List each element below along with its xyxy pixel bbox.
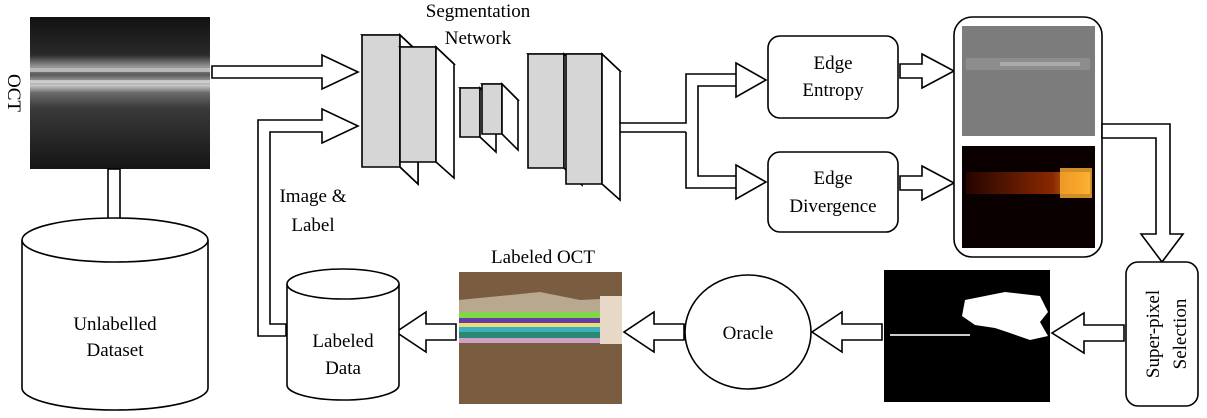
segmentation-network-title-1: Segmentation: [426, 1, 531, 22]
labeled-data-cylinder: [286, 268, 400, 401]
edge-entropy-box: [767, 35, 899, 119]
divergence-to-map-arrow: [899, 164, 956, 202]
edge-divergence-box: [767, 151, 899, 233]
edge-divergence-label-1: Edge: [813, 168, 852, 189]
edge-divergence-label-2: Divergence: [789, 196, 876, 217]
oct-to-network-arrow: [211, 53, 360, 91]
labeled-oct-image: [459, 272, 622, 404]
edge-entropy-label-1: Edge: [813, 53, 852, 74]
mask-to-oracle-arrow: [810, 310, 883, 354]
labeled-data-to-network-arrow: [257, 107, 360, 337]
divergence-map-image: [962, 146, 1095, 248]
entropy-to-map-arrow: [899, 52, 956, 90]
superpixel-label-1: Super-pixel: [1143, 290, 1164, 378]
image-label-text-1: Image &: [279, 186, 346, 207]
oct-label: OCT: [3, 74, 24, 112]
labeled-data-label-2: Data: [325, 358, 361, 379]
superpixel-selection-box: [1125, 261, 1199, 407]
edge-entropy-label-2: Entropy: [802, 80, 864, 101]
oracle-to-labeled-oct-arrow: [622, 310, 685, 354]
labeled-data-label-1: Labeled: [312, 331, 374, 352]
selected-superpixel-mask: [884, 270, 1050, 402]
encoder-block-2: [397, 45, 457, 180]
oracle-label: Oracle: [723, 323, 774, 344]
network-output-branch: [620, 61, 768, 201]
labeled-oct-title: Labeled OCT: [491, 247, 595, 268]
segmentation-network-title-2: Network: [445, 28, 512, 49]
labeled-oct-to-data-arrow: [394, 310, 457, 354]
oct-input-image: [30, 17, 210, 169]
oracle-node: [684, 274, 812, 390]
unlabelled-dataset-label-1: Unlabelled: [73, 314, 157, 335]
unlabelled-dataset-label-2: Dataset: [87, 340, 145, 361]
entropy-map-image: [962, 26, 1095, 136]
image-label-text-2: Label: [291, 215, 334, 236]
superpixel-to-mask-arrow: [1050, 311, 1125, 355]
maps-to-superpixel-arrow: [1101, 123, 1185, 264]
bottleneck-block-2: [480, 82, 520, 152]
superpixel-label-2: Selection: [1170, 298, 1191, 369]
unlabelled-dataset-cylinder: [21, 217, 209, 411]
decoder-block-2: [563, 52, 623, 202]
